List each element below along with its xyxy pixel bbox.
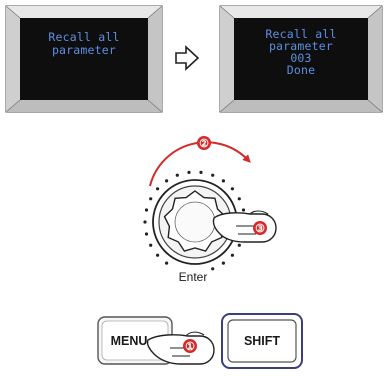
lcd-screen-before (20, 18, 148, 100)
step-2-number: ② (199, 138, 209, 150)
knob-scale-dot (175, 173, 179, 177)
lcd-before-line-2: parameter (52, 43, 116, 57)
step-3-marker: ③ (253, 221, 267, 235)
lcd-before-line-1: Recall all (48, 30, 119, 44)
knob-scale-dot (211, 267, 215, 271)
knob-scale-dot (211, 173, 215, 177)
lcd-after-line-2: parameter (269, 39, 333, 53)
shift-button-label: SHIFT (244, 334, 280, 348)
knob-scale-dot (230, 253, 234, 257)
knob-scale-dot (156, 187, 160, 191)
lcd-display-before: Recall all parameter (5, 5, 163, 113)
knob-scale-dot (230, 187, 234, 191)
rotate-arrow-icon (149, 141, 251, 187)
lcd-after-line-3: 003 (290, 51, 311, 65)
knob-scale-dot (221, 179, 225, 183)
knob-scale-dot (149, 243, 153, 247)
knob-scale-dot (165, 261, 169, 265)
lcd-screen-after (234, 18, 368, 100)
lcd-display-after: Recall all parameter 003 Done (219, 5, 383, 113)
next-arrow-icon (175, 45, 200, 71)
knob-scale-dot (144, 232, 149, 236)
menu-button-label: MENU (111, 334, 148, 348)
knob-scale-dot (237, 197, 241, 201)
lcd-after-line-4: Done (287, 63, 316, 77)
knob-scale-dot (237, 243, 241, 247)
step-2-marker: ② (197, 136, 211, 150)
knob-scale-dot (149, 197, 153, 201)
step-3-number: ③ (255, 223, 265, 235)
hand-press-menu-icon (146, 331, 215, 365)
step-1-number: ① (185, 341, 195, 353)
step-1-marker: ① (183, 339, 197, 353)
knob-scale-dot (144, 208, 149, 212)
knob-scale-dot (221, 261, 225, 265)
knob-scale-dot (143, 220, 147, 224)
knob-scale-dot (165, 179, 169, 183)
knob-scale-dot (199, 170, 203, 174)
knob-scale-dot (187, 170, 191, 174)
shift-button[interactable]: SHIFT (221, 313, 303, 369)
enter-knob[interactable] (152, 179, 238, 265)
knob-scale-dot (156, 253, 160, 257)
knob-scale-dot (241, 208, 246, 212)
knob-enter-label: Enter (179, 270, 208, 284)
lcd-after-line-1: Recall all (265, 27, 336, 41)
